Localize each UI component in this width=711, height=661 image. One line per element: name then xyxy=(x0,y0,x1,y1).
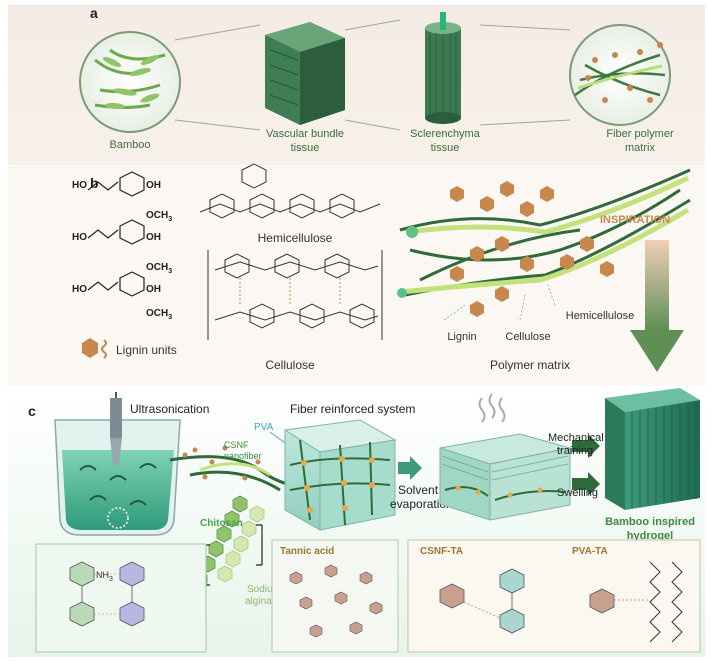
monolignols xyxy=(87,171,145,297)
panel-b-background xyxy=(8,166,705,386)
sclerenchyma-label-line1: Sclerenchyma xyxy=(410,128,481,140)
fiber-label-line2: matrix xyxy=(625,142,655,154)
mono3-oh: OH xyxy=(146,284,161,295)
mono1-oh: OH xyxy=(146,180,161,191)
layered-film xyxy=(439,433,571,521)
hemicellulose-structure xyxy=(199,163,381,219)
chitosan-alginate-box xyxy=(35,543,207,653)
mechanical-label-line1: Mechanical xyxy=(548,432,604,444)
sodium-label-line1: Sodium xyxy=(247,584,281,595)
process-arrow-3 xyxy=(572,472,600,496)
chitosan-alginate-helix xyxy=(192,495,265,588)
fiber-label-line1: Fiber polymer xyxy=(606,128,674,140)
mono2-och3: OCH3 xyxy=(146,210,172,223)
solvent-label-line1: Solvent xyxy=(398,483,439,497)
lignin-units-label: Lignin units xyxy=(116,343,177,357)
polymer-matrix-label: Polymer matrix xyxy=(490,358,570,372)
sclerenchyma-illustration xyxy=(425,12,461,124)
chitosan-label: Chitosan xyxy=(200,518,243,529)
bamboo-label: Bamboo xyxy=(110,139,151,151)
hemicellulose-label: Hemicellulose xyxy=(258,231,333,245)
csnf-label-line2: nanofiber xyxy=(224,451,262,461)
csnf-ta-structure xyxy=(439,568,525,634)
mono3-och3-top: OCH3 xyxy=(146,262,172,275)
lignin-wave-icon xyxy=(101,339,107,359)
vascular-bundle-illustration xyxy=(265,22,345,125)
matrix-hemicellulose-label: Hemicellulose xyxy=(566,310,634,322)
pva-ta-structure xyxy=(589,561,683,643)
cellulose-label: Cellulose xyxy=(265,358,315,372)
swelling-label: Swelling xyxy=(557,487,598,499)
fiber-reinforced-cube xyxy=(283,419,397,531)
steam-icon xyxy=(478,393,506,423)
mono2-oh: OH xyxy=(146,232,161,243)
lignin-hexagon-icon xyxy=(82,338,98,358)
panel-c-letter: c xyxy=(28,403,36,419)
matrix-cellulose-label: Cellulose xyxy=(505,331,550,343)
csnf-ta-label: CSNF-TA xyxy=(420,546,463,557)
inspiration-arrow xyxy=(630,240,684,372)
fiber-reinforced-label: Fiber reinforced system xyxy=(290,402,415,416)
tannic-acid-structure xyxy=(289,564,383,638)
matrix-lignin-label: Lignin xyxy=(447,331,476,343)
process-arrow-2 xyxy=(572,434,600,458)
chitosan-alginate-structures xyxy=(69,561,145,627)
solvent-label-line2: evaporation xyxy=(390,497,453,511)
hydrogel-block xyxy=(605,388,700,510)
sclerenchyma-label-line2: tissue xyxy=(431,142,460,154)
nanofiber-strands xyxy=(169,445,332,492)
mono3-ho: HO xyxy=(72,284,87,295)
mono3-och3-bottom: OCH3 xyxy=(146,308,172,321)
nh3-label: NH3 xyxy=(96,570,113,583)
panel-b-letter: b xyxy=(90,175,99,191)
cellulose-structure xyxy=(207,250,383,340)
panel-a-connectors xyxy=(174,19,571,131)
process-arrow-1 xyxy=(398,456,422,480)
mechanical-label-line2: training xyxy=(557,445,593,457)
mono2-ho: HO xyxy=(72,232,87,243)
pva-label: PVA xyxy=(254,422,274,433)
csnf-label-line1: CSNF xyxy=(224,440,249,450)
sodium-label-line2: alginate xyxy=(245,596,280,607)
mono1-ho: HO xyxy=(72,180,87,191)
beaker-illustration xyxy=(54,392,181,536)
panel-a-letter: a xyxy=(90,5,98,21)
hydrogel-label-line2: hydrogel xyxy=(627,530,673,542)
polymer-matrix-illustration xyxy=(397,168,691,321)
vascular-label-line2: tissue xyxy=(291,142,320,154)
pva-ta-label: PVA-TA xyxy=(572,546,608,557)
ultrasonication-label: Ultrasonication xyxy=(130,402,209,416)
fiber-polymer-illustration xyxy=(569,24,671,126)
inspiration-label: INSPIRATION xyxy=(600,214,670,226)
vascular-label-line1: Vascular bundle xyxy=(266,128,344,140)
bamboo-illustration xyxy=(79,31,181,133)
cellulose-hbonds xyxy=(239,278,341,304)
hydrogel-label-line1: Bamboo inspired xyxy=(605,516,695,528)
tannic-acid-label: Tannic acid xyxy=(280,546,334,557)
